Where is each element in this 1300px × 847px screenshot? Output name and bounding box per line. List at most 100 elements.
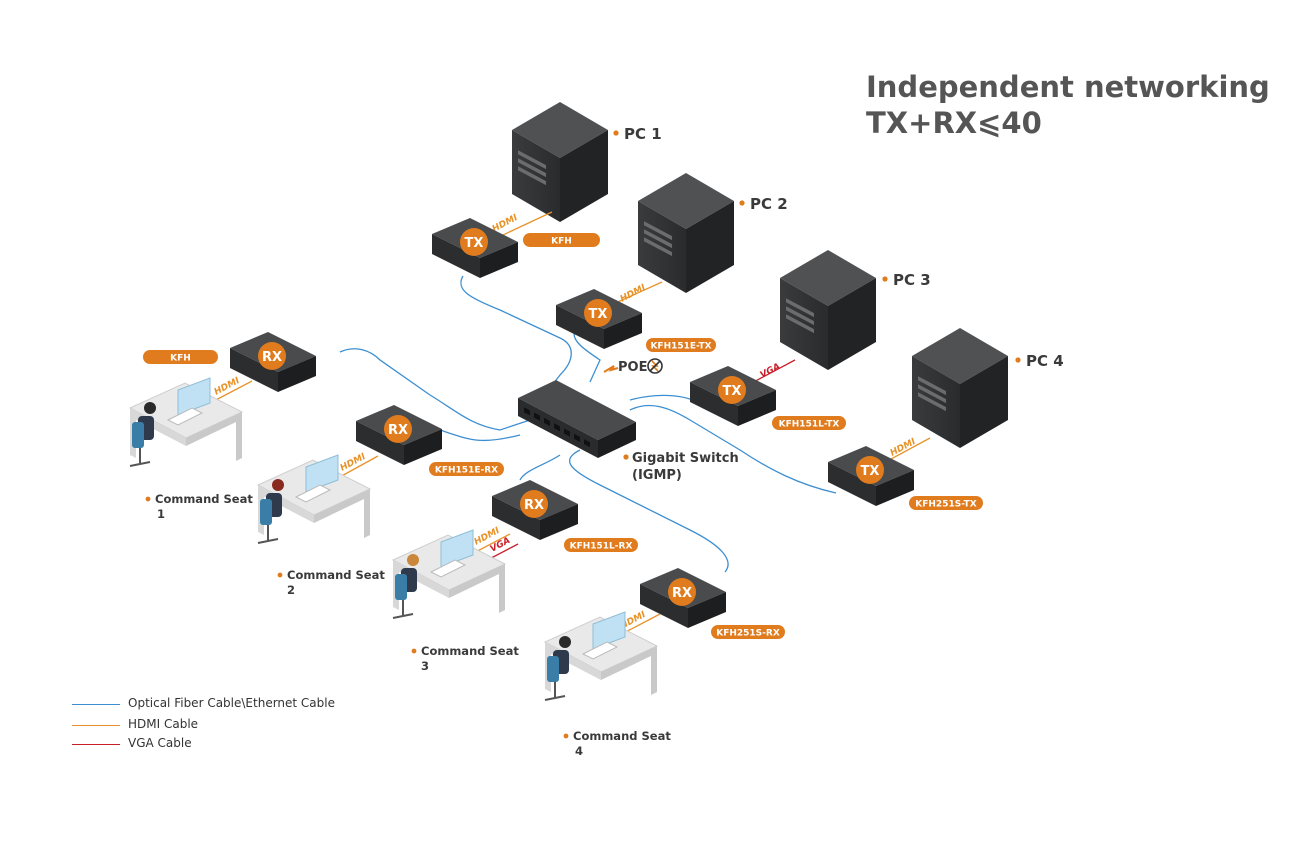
chair-icon [395,574,407,600]
rx-3-model-label: KFH151L-RX [570,542,633,552]
tx-2-front-face [556,305,604,349]
rx-1-front-face [230,348,278,392]
poe-label: POE [618,360,647,375]
rx-1-badge [258,342,286,370]
seat-2-number: 2 [287,583,295,597]
tx-4-badge [856,456,884,484]
poe-bolt-icon [603,365,619,373]
rx-2-badge-label: RX [388,423,408,438]
legend-swatch-vga [72,744,120,745]
workstation-4 [543,611,659,701]
seat-3-dot [411,648,417,654]
tx-3-model-tag: KFH151L-TX [772,416,846,430]
chair-base [257,538,279,544]
fiber-cable-tx3 [629,394,701,406]
seat-1-dot [145,496,151,502]
tx-3-model-pill [772,416,846,430]
tx-4-model-pill [909,496,983,510]
tx-1-model-pill [523,233,600,247]
keyboard-icon [581,641,619,660]
page-subtitle: TX+RX⩽40 [866,106,1042,140]
seat-4-label: Command Seat [573,729,671,743]
tx-1-front-face [432,234,480,278]
tx-3-badge [718,376,746,404]
rx-2-front-face [356,421,404,465]
rx-2-side-face [404,429,442,465]
tx-3-side-face [738,390,776,426]
chair-base [392,613,414,619]
tx-2-badge [584,299,612,327]
rx-4-front-face [640,584,688,628]
switch-label-line2: (IGMP) [632,468,682,483]
operator-head-icon [559,636,571,648]
pc-1-dot [613,130,619,136]
pc-tower-3 [780,250,876,370]
tx-1-model-label: KFH [551,237,572,247]
tx-2-model-tag: KFH151E-TX [646,338,716,352]
tx-4-front-face [828,462,876,506]
seat-4-number: 4 [575,744,583,758]
chair-icon [132,422,144,448]
keyboard-icon [429,559,467,578]
legend-label-vga: VGA Cable [128,736,192,750]
tx-4-badge-label: TX [861,464,880,479]
monitor-icon [592,611,626,650]
rx-3-device: RX [492,480,578,540]
fiber-cable-rx3 [519,454,561,481]
hdmi-cable-rx1 [211,380,253,403]
rx-4-device: RX [640,568,726,628]
tx-2-side-face [604,313,642,349]
tx-1-badge-label: TX [465,236,484,251]
keyboard-icon [294,484,332,503]
operator-head-icon [407,554,419,566]
monitor-icon [305,454,339,493]
tx2-cable-label: HDMI [619,283,648,305]
desk-side [314,489,370,538]
rx-4-side-face [688,592,726,628]
tx-2-badge-label: TX [589,307,608,322]
tx-3-badge-label: TX [723,384,742,399]
fiber-cable-rx4 [568,449,729,573]
pc-2-dot [739,200,745,206]
switch-label-line1: Gigabit Switch [632,451,739,466]
operator-head-icon [144,402,156,414]
pc-2-label: PC 2 [750,195,788,213]
rx-3-badge [520,490,548,518]
legend-label-fiber: Optical Fiber Cable\Ethernet Cable [128,696,335,710]
desk-side [449,564,505,613]
rx-3-model-tag: KFH151L-RX [564,538,638,552]
tx-2-model-label: KFH151E-TX [650,342,711,352]
fiber-cable-rx2 [439,429,521,442]
fiber-cable-rx1 [339,348,531,431]
rx-3-side-face [540,504,578,540]
rx-2-model-pill [429,462,504,476]
pc-1-label: PC 1 [624,125,662,143]
rx-1-model-label: KFH [170,354,191,364]
fiber-cable-tx1 [460,275,572,389]
seat-2-label: Command Seat [287,568,385,582]
seat-3-number: 3 [421,659,429,673]
rx-1-model-tag: KFH [143,350,218,364]
rx-3-badge-label: RX [524,498,544,513]
keyboard-icon [166,407,204,426]
seat-1-label: Command Seat [155,492,253,506]
gigabit-switch [518,380,636,458]
tx-3-front-face [690,382,738,426]
tx-1-device: TX [432,218,518,278]
tx-3-model-label: KFH151L-TX [779,420,840,430]
pc-tower-4 [912,328,1008,448]
rx-2-model-label: KFH151E-RX [435,466,498,476]
rx2-cable-label: HDMI [339,452,368,474]
seat-1-number: 1 [157,507,165,521]
desk-side [186,412,242,461]
monitor-icon [440,529,474,568]
rx-2-device: RX [356,405,442,465]
workstation-3 [391,529,507,619]
legend-swatch-fiber [72,704,120,705]
tx-4-side-face [876,470,914,506]
operator-head-icon [272,479,284,491]
tx-4-model-tag: KFH251S-TX [909,496,983,510]
rx-4-model-tag: KFH251S-RX [711,625,785,639]
tx3-cable-label: VGA [759,362,783,381]
